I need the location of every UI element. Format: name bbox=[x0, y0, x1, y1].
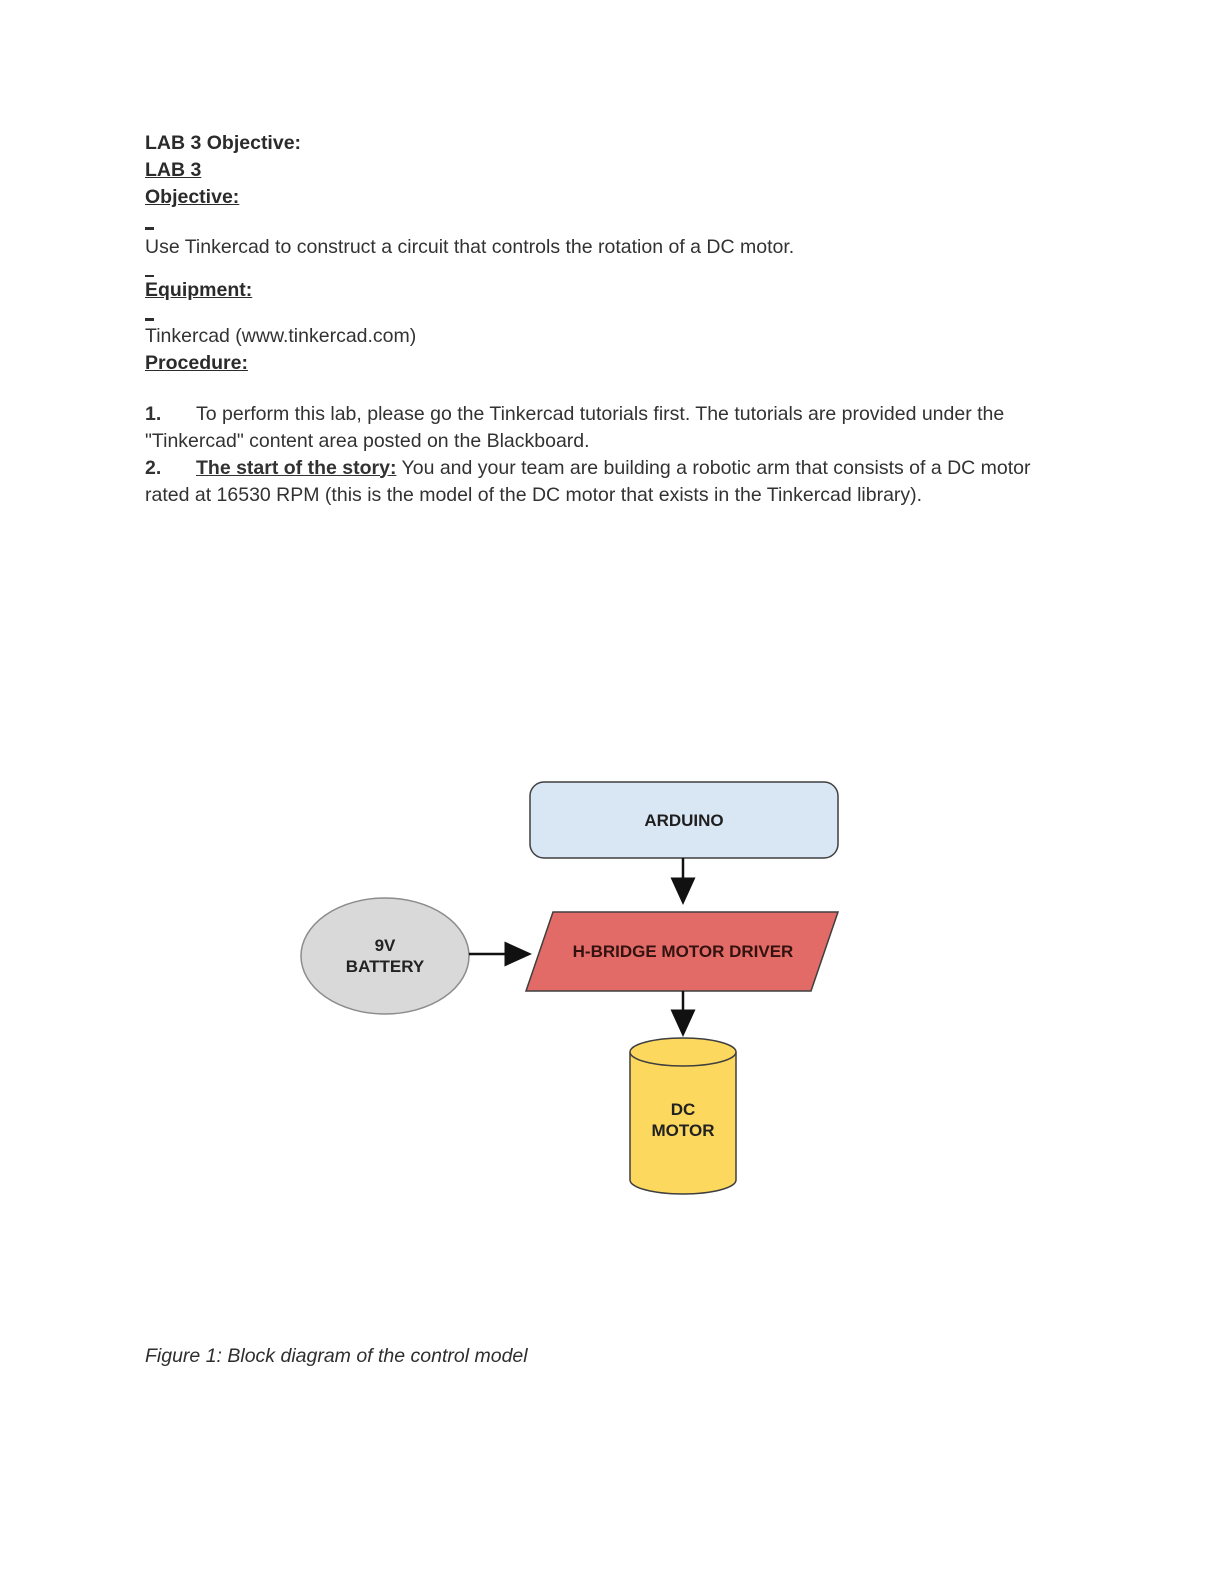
objective-text: Use Tinkercad to construct a circuit tha… bbox=[145, 235, 795, 258]
equipment-text: Tinkercad (www.tinkercad.com) bbox=[145, 324, 417, 347]
stray-dash-mark bbox=[145, 227, 154, 230]
dc-motor-cylinder-top bbox=[629, 1037, 737, 1067]
objective-heading: Objective: bbox=[145, 186, 240, 208]
dc-motor-cylinder-body bbox=[629, 1052, 737, 1195]
hbridge-block bbox=[524, 911, 840, 992]
procedure-item-1-text: To perform this lab, please go the Tinke… bbox=[145, 402, 1005, 452]
stray-dash-mark bbox=[145, 318, 154, 321]
block-diagram-canvas bbox=[300, 781, 840, 1195]
battery-block bbox=[300, 897, 470, 1015]
procedure-heading: Procedure: bbox=[145, 351, 248, 374]
equipment-heading: Equipment: bbox=[145, 279, 253, 301]
procedure-item-2: 2. The start of the story: You and your t… bbox=[145, 455, 1080, 509]
procedure-item-1-number: 1. bbox=[145, 402, 162, 425]
stray-dash-mark bbox=[145, 274, 154, 277]
procedure-item-1: 1.To perform this lab, please go the Tin… bbox=[145, 401, 1080, 455]
procedure-item-2-lead: The start of the story: bbox=[196, 456, 397, 479]
block-diagram: ARDUINO H-BRIDGE MOTOR DRIVER 9V BATTERY… bbox=[0, 760, 1224, 1230]
document-body: LAB 3 Objective: LAB 3 Objective: Use Ti… bbox=[145, 130, 1080, 509]
doc-title-line-1: LAB 3 Objective: bbox=[145, 132, 302, 154]
procedure-item-2-number: 2. bbox=[145, 456, 162, 479]
arduino-block bbox=[529, 781, 839, 859]
figure-caption: Figure 1: Block diagram of the control m… bbox=[145, 1345, 528, 1367]
procedure-item-2-text: You and your team are building a robotic… bbox=[145, 456, 1031, 506]
doc-title-line-2: LAB 3 bbox=[145, 159, 202, 181]
